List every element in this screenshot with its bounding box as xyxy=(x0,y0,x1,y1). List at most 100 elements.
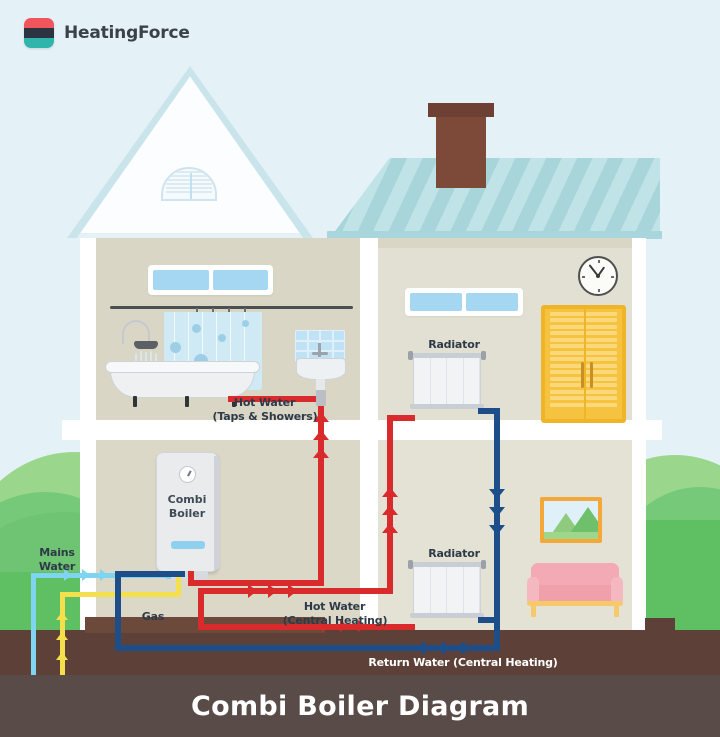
return-water-left-arrow xyxy=(456,641,465,655)
radiator-top-bar xyxy=(410,562,484,567)
hot-water-taps-riser xyxy=(318,396,324,586)
utility-room xyxy=(95,440,360,630)
return-water-boiler-connect xyxy=(115,571,185,577)
mains-water-label-line1: Mains xyxy=(39,546,75,559)
chimney-stack xyxy=(436,108,486,188)
sofa-arm-left xyxy=(527,577,539,605)
return-water-left-arrow xyxy=(436,641,445,655)
boiler-label-line1: Combi xyxy=(167,493,207,506)
hot-water-ch-lower-rad-feed xyxy=(387,624,415,630)
boiler-label-line2: Boiler xyxy=(168,507,206,520)
hot-water-ch-up-arrow xyxy=(382,487,398,497)
lower-interior-partition xyxy=(360,440,378,630)
hot-water-ch-arrow xyxy=(248,584,257,598)
boiler-pressure-gauge-icon xyxy=(179,466,196,483)
framed-picture xyxy=(540,497,602,543)
wardrobe-handle-left[interactable] xyxy=(581,361,584,388)
mains-water-arrow xyxy=(82,569,90,581)
house-left-outer-wall-lower xyxy=(80,440,96,630)
upper-interior-partition xyxy=(360,238,378,428)
hot-water-tap-valve xyxy=(316,390,326,406)
radiator-bottom-bar xyxy=(410,613,484,618)
gas-flow-arrow xyxy=(56,612,68,620)
sofa-leg-left xyxy=(531,603,536,617)
boiler-shadow-edge xyxy=(214,456,220,570)
shower-head-icon xyxy=(134,341,158,349)
hot-water-ch-up-arrow xyxy=(382,523,398,533)
return-water-upper-rad-tap xyxy=(478,408,500,414)
radiator-valve-left xyxy=(408,560,413,569)
hot-water-taps-boiler-drop xyxy=(188,571,194,583)
hot-water-up-arrow xyxy=(313,430,329,440)
porch-step-1 xyxy=(645,618,675,634)
window-pane xyxy=(410,293,462,311)
mains-water-label-line2: Water xyxy=(38,560,76,573)
porch-step-2 xyxy=(668,632,698,648)
radiator-bottom-bar xyxy=(410,404,484,409)
hot-water-ch-ground-arrow xyxy=(340,620,348,632)
roof-eave-right xyxy=(327,231,662,239)
radiator-valve-right xyxy=(481,560,486,569)
house-right-outer-wall-lower xyxy=(632,440,646,630)
house-left-outer-wall-upper xyxy=(80,238,96,428)
return-water-lower-rad-tap xyxy=(478,617,500,623)
curtain-ring xyxy=(228,308,230,315)
sofa xyxy=(527,563,623,617)
radiator-top-bar xyxy=(410,353,484,358)
boiler-display xyxy=(171,541,205,549)
gas-flow-arrow xyxy=(56,632,68,640)
title-bar: Combi Boiler Diagram xyxy=(0,675,720,737)
hot-water-ch-arrow xyxy=(288,584,297,598)
hot-water-ch-label-line2: (Central Heating) xyxy=(282,614,388,627)
return-water-down-arrow xyxy=(489,489,505,499)
gas-label: Gas xyxy=(141,610,165,623)
radiator-upstairs xyxy=(413,355,481,407)
return-water-boiler-riser xyxy=(115,571,121,649)
chimney-cap xyxy=(428,103,494,117)
radiator-upstairs-label: Radiator xyxy=(428,338,480,351)
hot-water-ch-drop xyxy=(198,588,204,630)
sink-faucet-spout xyxy=(312,352,328,355)
sofa-base-rail xyxy=(527,601,623,606)
mains-water-arrow xyxy=(64,569,72,581)
hot-water-ch-ground-arrow xyxy=(358,620,366,632)
window-pane xyxy=(212,270,268,290)
radiator-downstairs xyxy=(413,564,481,616)
bathroom-window xyxy=(148,265,273,295)
shower-curtain-rod xyxy=(110,306,353,309)
gas-pipe-riser-to-boiler xyxy=(176,571,181,597)
window-pane xyxy=(466,293,518,311)
mid-floor-slab xyxy=(62,420,662,440)
brand-logo[interactable]: HeatingForce xyxy=(24,18,190,48)
hot-water-ch-riser xyxy=(387,415,393,594)
curtain-ring xyxy=(244,308,246,315)
hot-water-taps-label-line2: (Taps & Showers) xyxy=(212,410,318,423)
sloped-roof-right xyxy=(330,158,660,238)
radiator-valve-right xyxy=(481,351,486,360)
bathtub-leg xyxy=(133,396,137,407)
return-water-ground-run xyxy=(115,645,500,651)
return-water-down-arrow xyxy=(489,525,505,535)
radiator-downstairs-label: Radiator xyxy=(428,547,480,560)
window-pane xyxy=(153,270,209,290)
hot-water-ch-label-line1: Hot Water xyxy=(303,600,366,613)
wardrobe-handle-right[interactable] xyxy=(590,361,593,388)
hot-water-ch-ground-run xyxy=(198,624,393,630)
picture-ground xyxy=(544,532,598,539)
bathroom-sink xyxy=(296,358,346,380)
radiator-valve-left xyxy=(408,351,413,360)
mains-water-vertical xyxy=(31,573,36,678)
wall-clock xyxy=(578,256,618,296)
hot-water-up-arrow xyxy=(313,412,329,422)
hot-water-ch-arrow xyxy=(268,584,277,598)
hot-water-taps-label-line1: Hot Water xyxy=(233,396,296,409)
bathtub-rim xyxy=(105,361,260,373)
sofa-leg-right xyxy=(614,603,619,617)
ground-soil xyxy=(0,630,720,678)
hot-water-ch-ground-arrow xyxy=(322,620,330,632)
combi-boiler[interactable]: Combi Boiler xyxy=(156,452,218,572)
sink-faucet-icon xyxy=(318,343,321,357)
return-water-left-arrow xyxy=(416,641,425,655)
porch-step-3 xyxy=(690,646,720,662)
